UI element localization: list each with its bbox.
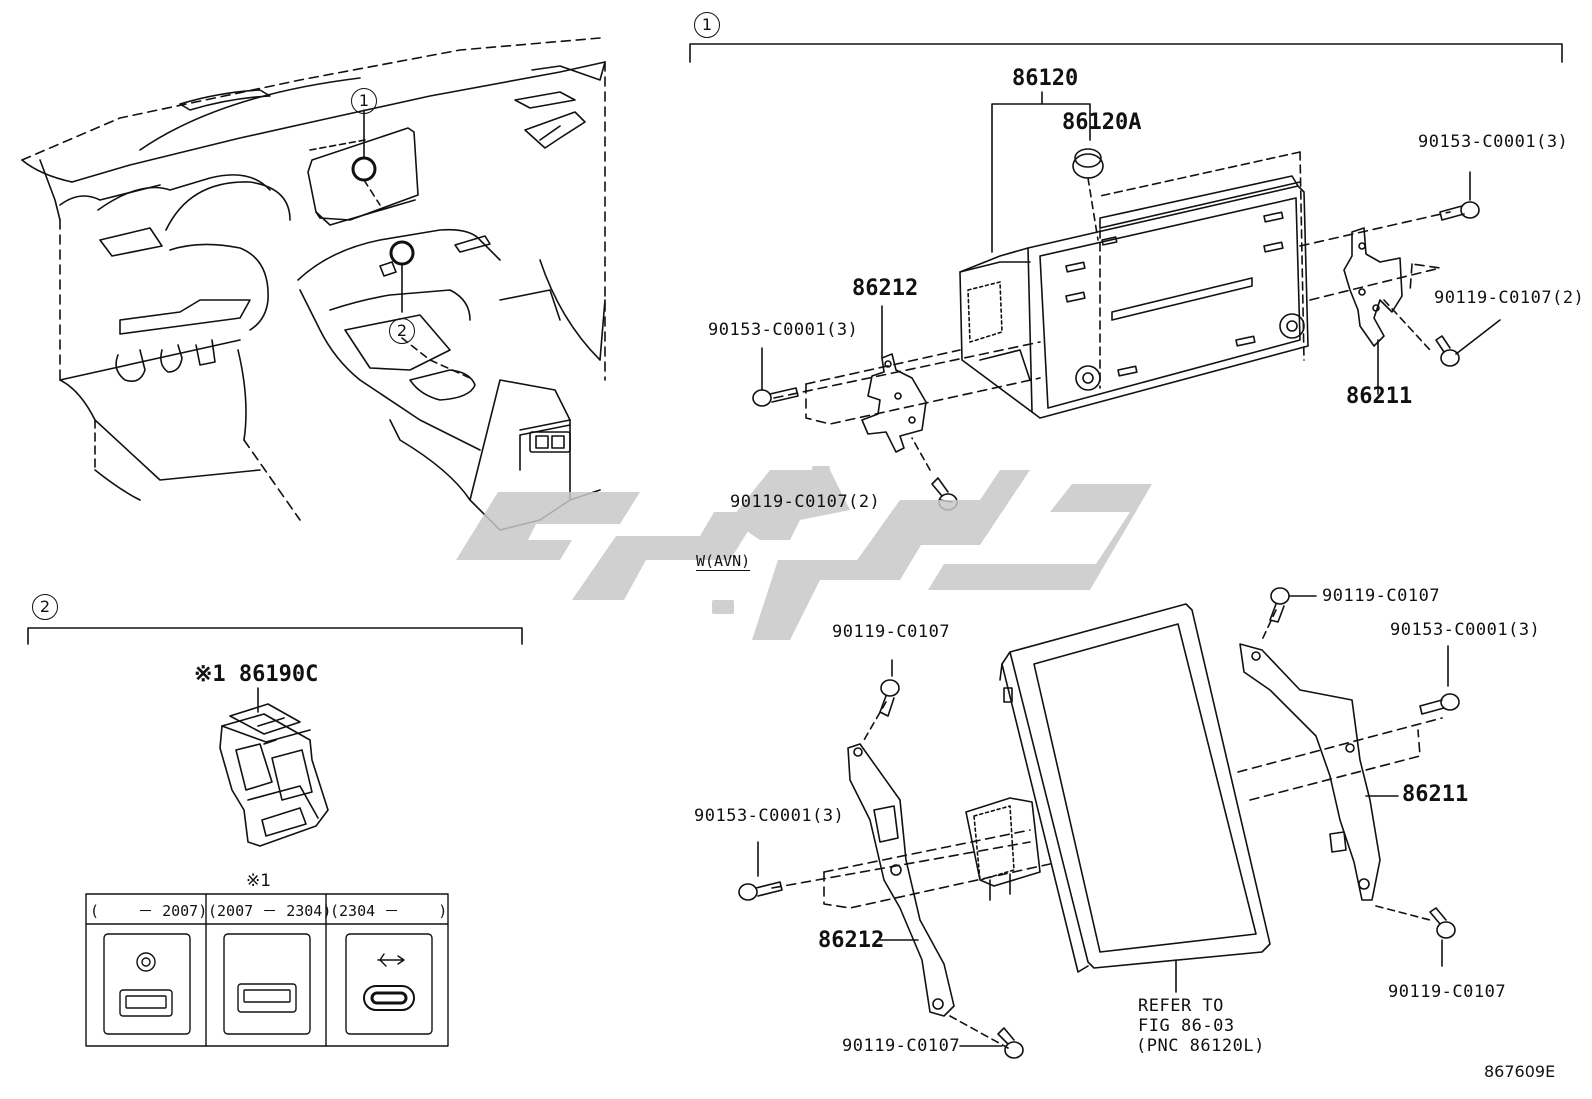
section-two-callout: 2 <box>32 594 58 620</box>
variant-table <box>85 893 449 1047</box>
label-86211-upper: 86211 <box>1346 384 1413 409</box>
lower-head-unit-illustration <box>738 587 1460 1059</box>
upper-screw-right <box>1435 319 1501 367</box>
label-refer-line3: (PNC 86120L) <box>1136 1036 1265 1056</box>
table-col2-header: (2007 － 2304) <box>208 902 332 920</box>
callout-one: 1 <box>351 88 377 114</box>
label-86190c: ※1 86190C <box>194 662 319 687</box>
label-upper-bolt-left: 90153-C0001(3) <box>708 320 859 340</box>
table-note-mark: ※1 <box>246 871 272 891</box>
label-86211-lower: 86211 <box>1402 782 1469 807</box>
label-refer-line1: REFER TO <box>1138 996 1224 1016</box>
upper-head-unit-illustration <box>752 91 1501 511</box>
section-one-callout: 1 <box>694 12 720 38</box>
upper-bolt-right <box>1439 201 1480 221</box>
label-upper-screw-bottom: 90119-C0107(2) <box>730 492 881 512</box>
label-86212-upper: 86212 <box>852 276 919 301</box>
label-refer-line2: FIG 86-03 <box>1138 1016 1235 1036</box>
callout-two: 2 <box>389 318 415 344</box>
label-lower-screw-top-left: 90119-C0107 <box>832 622 951 642</box>
watermark-logo <box>456 466 1152 640</box>
table-col1-header: ( － 2007) <box>90 902 208 920</box>
label-lower-bolt-left: 90153-C0001(3) <box>694 806 845 826</box>
usb-port-illustration <box>219 687 329 847</box>
section-two-bracket <box>27 627 523 645</box>
label-lower-screw-bottom-right: 90119-C0107 <box>1388 982 1507 1002</box>
label-upper-bolt-right: 90153-C0001(3) <box>1418 132 1569 152</box>
label-upper-screw-right: 90119-C0107(2) <box>1434 288 1585 308</box>
table-col3-header: (2304 － ) <box>330 902 448 920</box>
label-86212-lower: 86212 <box>818 928 885 953</box>
variant-label: W(AVN) <box>696 552 751 571</box>
figure-number: 867609E <box>1484 1062 1556 1081</box>
label-lower-screw-bottom-left: 90119-C0107 <box>842 1036 961 1056</box>
dashboard-illustration <box>21 37 606 531</box>
label-lower-screw-top-right: 90119-C0107 <box>1322 586 1441 606</box>
section-one-bracket <box>689 43 1563 63</box>
label-lower-bolt-right: 90153-C0001(3) <box>1390 620 1541 640</box>
label-86120a: 86120A <box>1062 110 1142 135</box>
label-86120: 86120 <box>1012 66 1079 91</box>
